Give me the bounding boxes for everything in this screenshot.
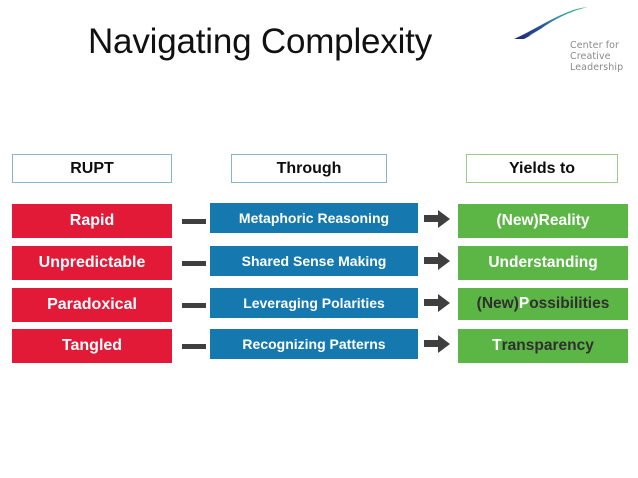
connector-dash-2 (182, 261, 206, 266)
logo-line-1: Center for (570, 40, 620, 51)
center-for-creative-leadership-logo: Center for Creative Leadership (512, 6, 634, 76)
column-header-rupt: RUPT (12, 154, 172, 183)
yields-rest-4: ransparency (501, 337, 594, 354)
arrow-right-icon-3 (424, 294, 450, 312)
yields-initial-4: T (492, 337, 502, 354)
arrow-right-icon-2 (424, 252, 450, 270)
connector-dash-1 (182, 219, 206, 224)
rupt-cell-rapid: Rapid (12, 204, 172, 238)
arrow-right-icon-4 (424, 335, 450, 353)
connector-dash-4 (182, 344, 206, 349)
yields-rest-2: nderstanding (499, 254, 598, 271)
rupt-cell-tangled: Tangled (12, 329, 172, 363)
through-cell-leveraging-polarities: Leveraging Polarities (210, 288, 418, 318)
through-cell-metaphoric-reasoning: Metaphoric Reasoning (210, 203, 418, 233)
logo-swoosh-icon (514, 7, 588, 39)
yields-initial-1: R (538, 212, 550, 229)
rupt-cell-paradoxical: Paradoxical (12, 288, 172, 322)
logo-line-3: Leadership (570, 62, 624, 73)
arrow-right-icon-1 (424, 210, 450, 228)
yields-rest-1: eality (549, 212, 590, 229)
yields-rest-3: ossibilities (529, 295, 610, 312)
yields-initial-2: U (488, 254, 500, 271)
rupt-cell-unpredictable: Unpredictable (12, 246, 172, 280)
column-header-yields-to: Yields to (466, 154, 618, 183)
page-title: Navigating Complexity (87, 22, 432, 61)
column-header-through: Through (231, 154, 387, 183)
connector-dash-3 (182, 303, 206, 308)
yields-prefix-3: (New) (476, 295, 519, 312)
logo-wordmark: Center for Creative Leadership (570, 40, 623, 73)
yields-prefix-1: (New) (496, 212, 539, 229)
through-cell-shared-sense-making: Shared Sense Making (210, 246, 418, 276)
title-row: Navigating Complexity (0, 16, 638, 78)
logo-line-2: Creative (570, 51, 611, 62)
yields-initial-3: P (518, 295, 530, 312)
through-cell-recognizing-patterns: Recognizing Patterns (210, 329, 418, 359)
